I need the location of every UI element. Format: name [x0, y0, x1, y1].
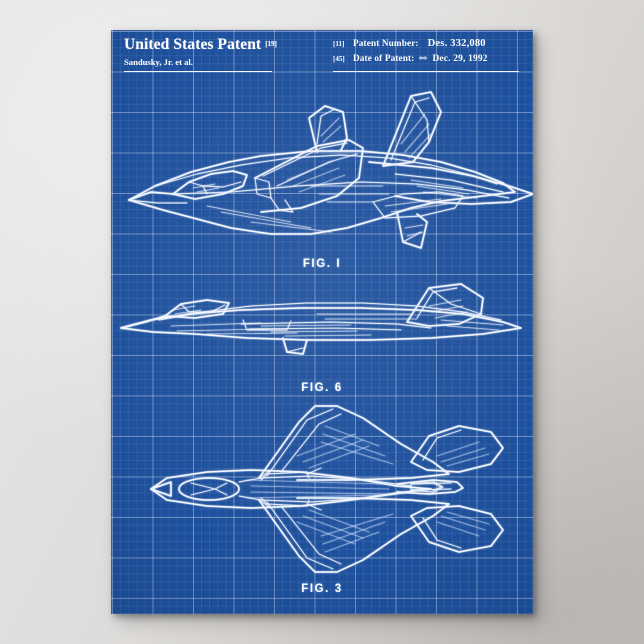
patent-title: United States Patent[19] [124, 36, 334, 54]
aircraft-top-plan-view [150, 405, 504, 573]
patent-date-value: Dec. 29, 1992 [432, 54, 488, 64]
patent-blueprint-poster[interactable]: United States Patent[19] Sandusky, Jr. e… [111, 30, 533, 614]
header-rule-left [124, 71, 272, 72]
aircraft-perspective-view [128, 91, 533, 249]
figure-3-svg [150, 405, 504, 573]
patent-title-text: United States Patent [124, 36, 262, 53]
figure-6-svg [120, 283, 522, 355]
patent-date-mark: ** [418, 55, 427, 66]
header-rule-right [333, 71, 519, 72]
aircraft-side-view [120, 283, 522, 355]
figure-1-caption: FIG. I [302, 258, 342, 270]
patent-number-value: Des. 332,080 [427, 38, 486, 49]
figure-1-svg [128, 91, 533, 249]
patent-header-right: [11] Patent Number: Des. 332,080 [45] Da… [333, 38, 521, 68]
patent-number-label: Patent Number: [353, 38, 419, 48]
patent-number-row: [11] Patent Number: Des. 332,080 [333, 38, 521, 49]
figure-3-caption: FIG. 3 [301, 583, 343, 595]
patent-date-row: [45] Date of Patent: ** Dec. 29, 1992 [333, 53, 521, 66]
patent-author: Sandusky, Jr. et al. [124, 57, 193, 67]
figure-6-drawing [111, 276, 533, 368]
patent-title-code: [19] [265, 40, 277, 48]
patent-date-label: Date of Patent: [353, 53, 415, 63]
patent-date-code: [45] [333, 55, 345, 63]
figure-6-caption: FIG. 6 [301, 382, 343, 394]
figure-3-drawing [111, 400, 533, 578]
figure-1-drawing [111, 82, 533, 262]
patent-header-left: United States Patent[19] Sandusky, Jr. e… [124, 36, 334, 67]
patent-header: United States Patent[19] Sandusky, Jr. e… [111, 30, 533, 82]
patent-number-code: [11] [333, 40, 345, 48]
